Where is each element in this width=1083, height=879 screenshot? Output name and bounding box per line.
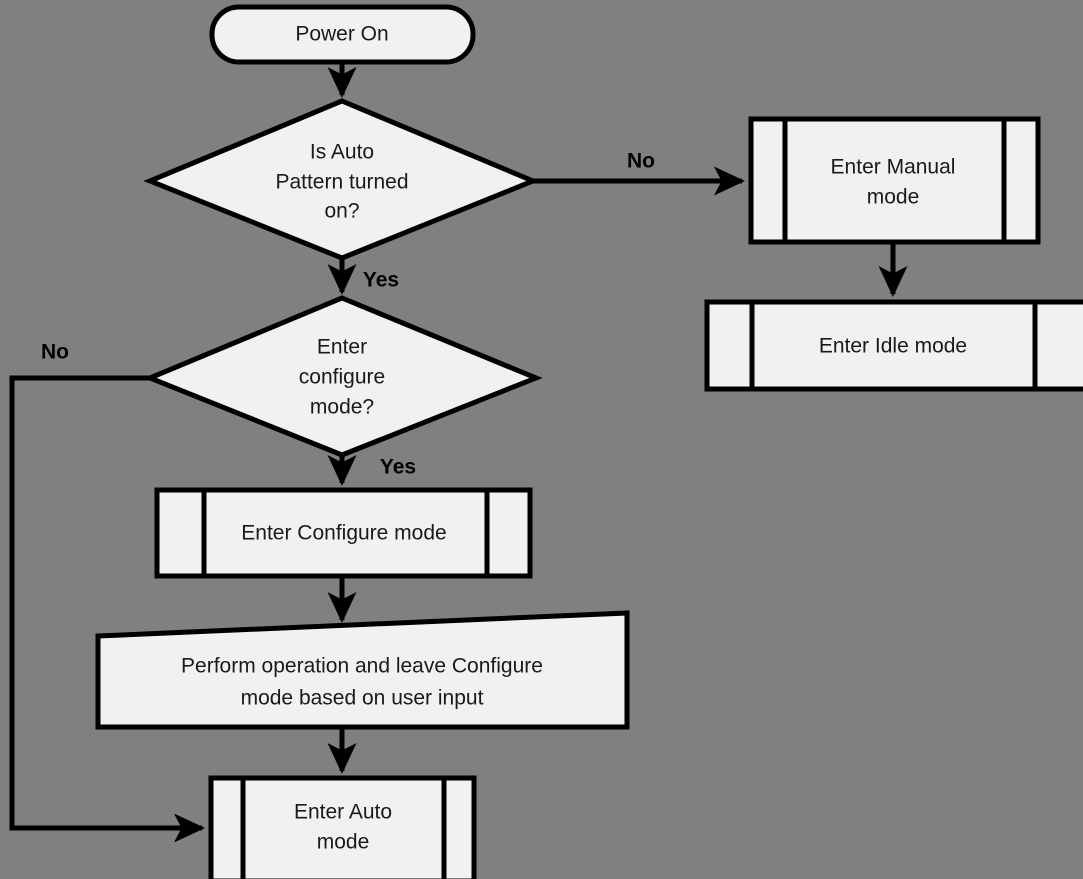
edge-configure-decision-no-loop — [9, 375, 206, 843]
enter-manual-mode-label-line1: Enter Manual — [831, 156, 956, 179]
enter-configure-decision-shape — [143, 295, 543, 458]
enter-configure-decision-label-line3: mode? — [310, 396, 374, 419]
perform-operation-shape — [95, 610, 630, 730]
enter-configure-mode-label: Enter Configure mode — [241, 522, 446, 545]
enter-idle-mode-shape — [704, 299, 1083, 392]
edge-label-auto-pattern-yes: Yes — [363, 269, 399, 292]
enter-configure-decision-label-line2: configure — [299, 366, 385, 389]
node-enter-configure-decision[interactable]: Enter configure mode? — [143, 295, 543, 458]
node-enter-configure-mode[interactable]: Enter Configure mode — [154, 487, 533, 579]
node-enter-idle-mode[interactable]: Enter Idle mode — [704, 299, 1083, 392]
is-auto-pattern-label-line3: on? — [324, 200, 359, 223]
power-on-label: Power On — [295, 23, 388, 46]
enter-configure-mode-shape — [154, 487, 533, 579]
node-is-auto-pattern-decision[interactable]: Is Auto Pattern turned on? — [143, 98, 540, 261]
enter-auto-mode-shape — [208, 775, 477, 879]
is-auto-pattern-label-line1: Is Auto — [310, 141, 374, 164]
enter-manual-mode-label-line2: mode — [867, 186, 920, 209]
perform-operation-label-line1: Perform operation and leave Configure — [181, 655, 543, 678]
node-perform-operation[interactable]: Perform operation and leave Configure mo… — [95, 610, 630, 730]
node-enter-auto-mode[interactable]: Enter Auto mode — [208, 775, 477, 879]
node-enter-manual-mode[interactable]: Enter Manual mode — [748, 116, 1041, 245]
is-auto-pattern-shape — [143, 98, 540, 261]
enter-auto-mode-label-line1: Enter Auto — [294, 801, 392, 824]
enter-auto-mode-label-line2: mode — [317, 831, 370, 854]
enter-configure-decision-label-line1: Enter — [317, 336, 367, 359]
perform-operation-label-line2: mode based on user input — [241, 687, 484, 710]
edge-label-configure-yes: Yes — [380, 456, 416, 479]
enter-manual-mode-shape — [748, 116, 1041, 245]
power-on-shape — [209, 4, 476, 65]
node-power-on[interactable]: Power On — [209, 4, 476, 65]
edge-label-auto-pattern-no: No — [627, 150, 655, 173]
connectors-group — [9, 64, 908, 843]
enter-idle-mode-label: Enter Idle mode — [819, 335, 967, 358]
edge-label-configure-no: No — [41, 341, 69, 364]
is-auto-pattern-label-line2: Pattern turned — [275, 171, 408, 194]
